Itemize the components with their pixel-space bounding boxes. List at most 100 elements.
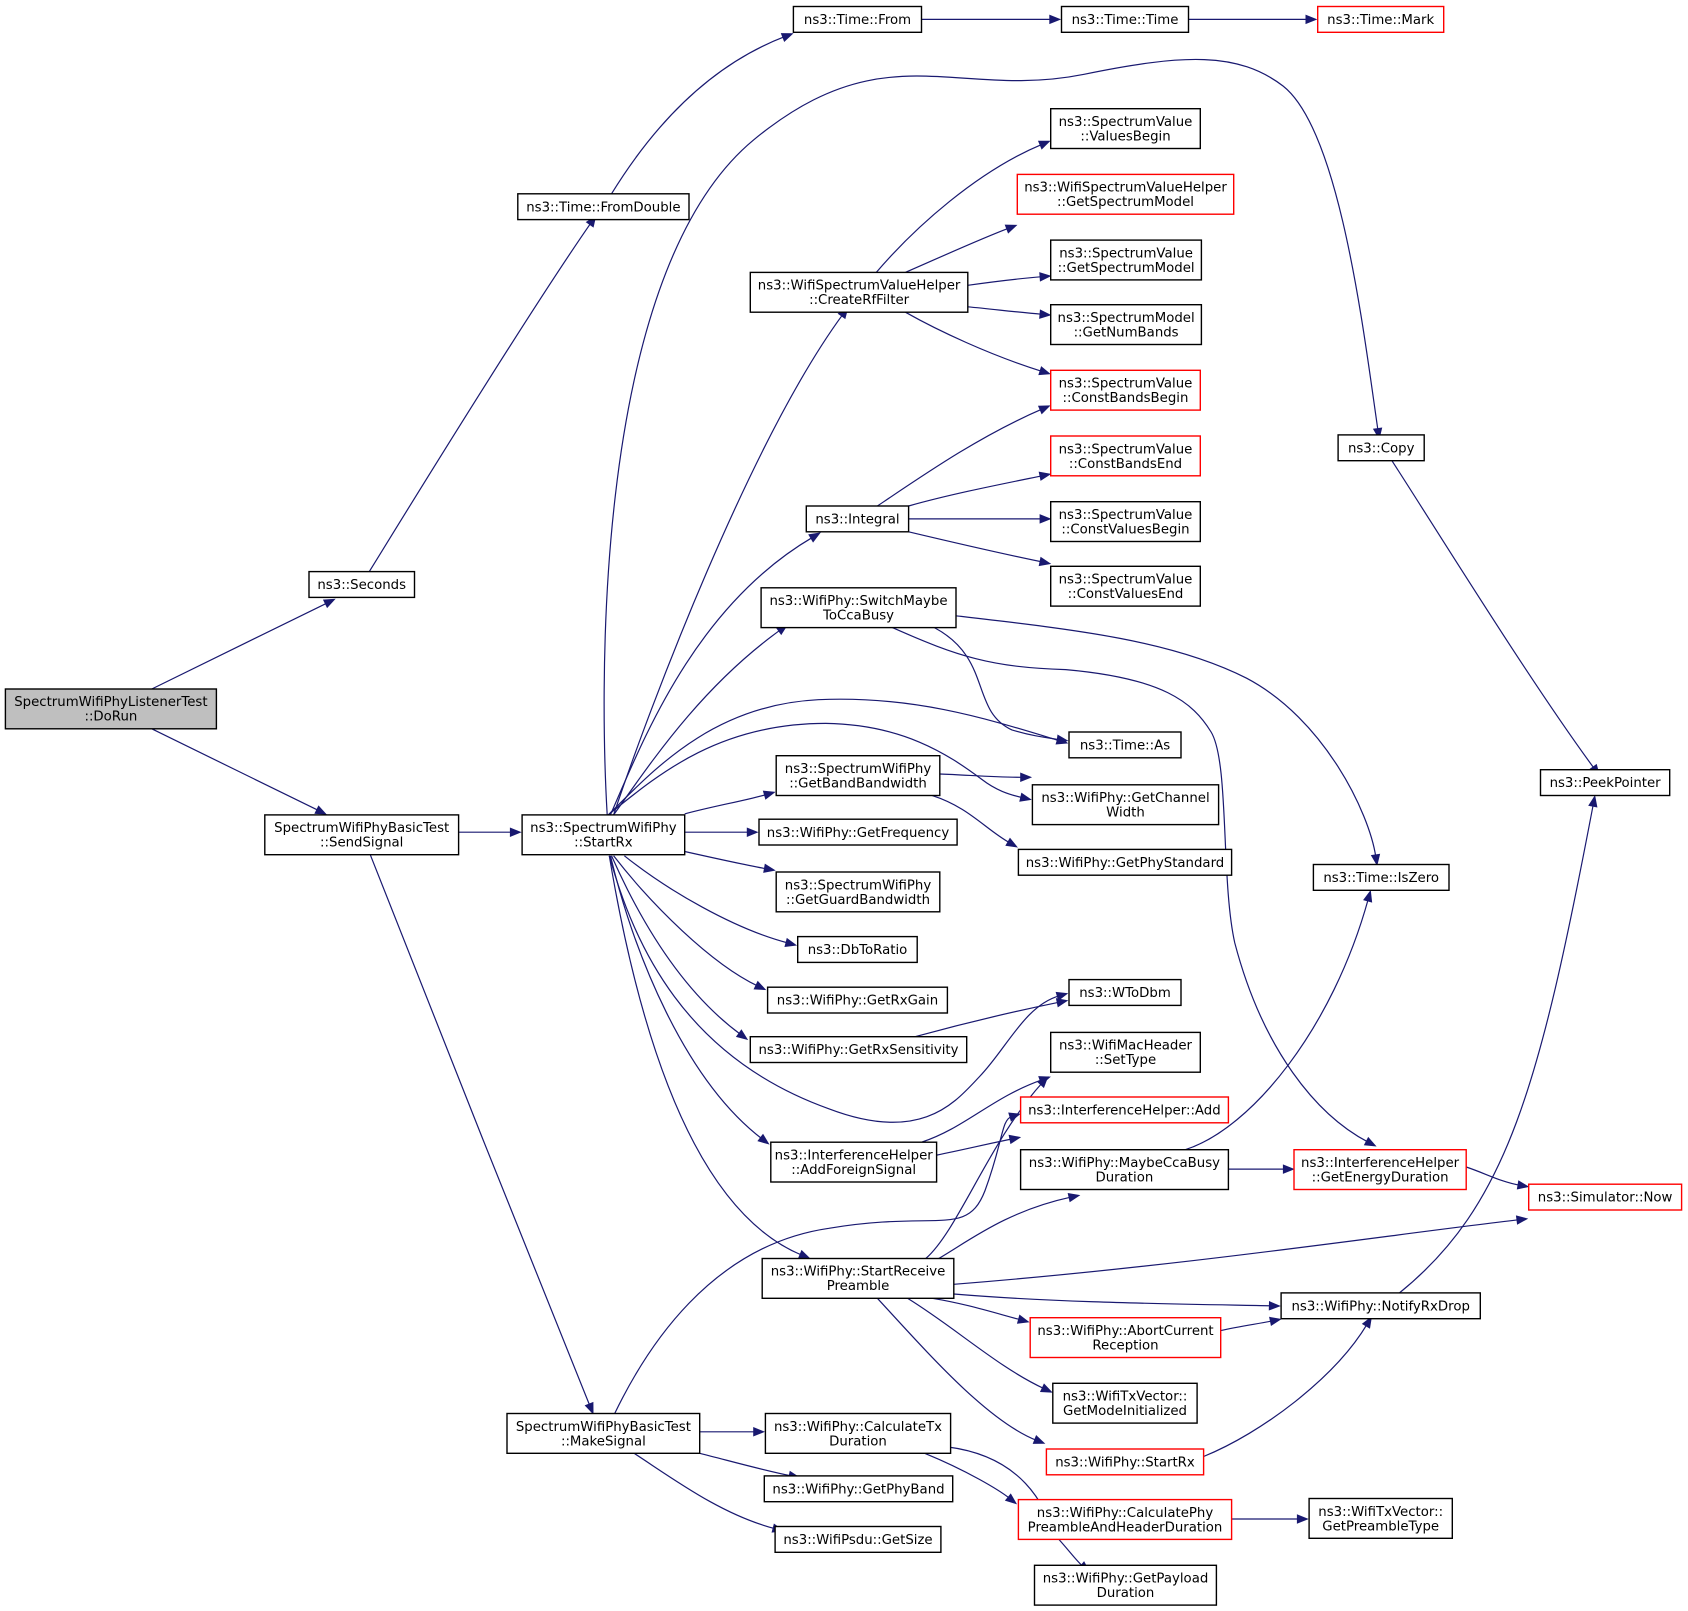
node-notifyrxdrop[interactable]: ns3::WifiPhy::NotifyRxDrop [1280,1292,1481,1320]
node-sv_getmodel[interactable]: ns3::SpectrumValue::GetSpectrumModel [1049,239,1203,281]
node-wsvh_getmodel[interactable]: ns3::WifiSpectrumValueHelper::GetSpectru… [1016,173,1235,215]
arrowhead [762,790,776,800]
node-label-line: ns3::Time::From [804,13,911,28]
node-fromdouble[interactable]: ns3::Time::FromDouble [517,193,690,221]
arrowhead [1039,272,1052,282]
edge-calcpreamble-to-getpreamtype [1231,1514,1309,1524]
node-label-line: ns3::WifiTxVector:: [1063,1390,1188,1405]
node-valuesbegin[interactable]: ns3::SpectrumValue::ValuesBegin [1049,107,1201,150]
edge-line [932,1297,1021,1321]
edge-startrx-to-getchanwidth [607,722,1032,816]
node-label-line: ns3::WifiPhy::GetPayload [1043,1572,1209,1587]
node-box [517,193,690,221]
node-label-line: ::CreateRfFilter [809,293,910,308]
node-label-line: ns3::WifiPhy::NotifyRxDrop [1291,1299,1469,1314]
node-startrx[interactable]: ns3::SpectrumWifiPhy::StartRx [521,814,686,856]
node-getsize[interactable]: ns3::WifiPsdu::GetSize [774,1525,942,1553]
node-copy[interactable]: ns3::Copy [1337,434,1425,462]
node-label-line: ::ConstValuesBegin [1061,522,1189,537]
edge-line [877,408,1043,507]
node-seconds[interactable]: ns3::Seconds [308,570,416,599]
node-box [770,1141,938,1183]
edge-maybecca-to-getenergy [1228,1164,1295,1174]
node-simnow[interactable]: ns3::Simulator::Now [1527,1183,1683,1211]
node-label-line: ns3::WifiPhy::AbortCurrent [1037,1324,1213,1339]
node-getrxsens[interactable]: ns3::WifiPhy::GetRxSensitivity [749,1035,968,1064]
node-makesignal[interactable]: SpectrumWifiPhyBasicTest::MakeSignal [506,1412,701,1454]
node-getmodeinit[interactable]: ns3::WifiTxVector::GetModeInitialized [1052,1382,1198,1424]
edge-getbandbw-to-getphystd [932,795,1018,848]
node-box [1293,1148,1467,1191]
node-timeas[interactable]: ns3::Time::As [1068,731,1182,759]
node-constbandsbegin[interactable]: ns3::SpectrumValue::ConstBandsBegin [1049,369,1201,411]
arrowhead [1038,366,1051,376]
edge-integral-to-constvaluesbegin [908,514,1052,524]
arrowhead [1282,1164,1295,1174]
node-calcpreamble[interactable]: ns3::WifiPhy::CalculatePhyPreambleAndHea… [1017,1498,1233,1541]
node-settype[interactable]: ns3::WifiMacHeader::SetType [1049,1031,1201,1073]
node-label-line: ::DoRun [84,710,137,725]
edge-line [624,855,789,944]
node-integral[interactable]: ns3::Integral [805,505,910,533]
node-getnumbands[interactable]: ns3::SpectrumModel::GetNumBands [1049,304,1203,346]
edge-dorun-to-sendsignal [151,728,328,815]
node-getphyband[interactable]: ns3::WifiPhy::GetPhyBand [763,1475,954,1503]
edge-line [921,1079,1043,1143]
node-ihadd[interactable]: ns3::InterferenceHelper::Add [1019,1096,1230,1124]
arrowhead [735,1029,749,1041]
node-createrf[interactable]: ns3::WifiSpectrumValueHelper::CreateRfFi… [749,271,969,313]
node-mark[interactable]: ns3::Time::Mark [1316,5,1445,33]
node-label-line: ns3::WifiPhy::CalculateTx [774,1420,942,1435]
arrowhead [314,805,328,815]
arrowhead [1269,1316,1282,1327]
node-sendsignal[interactable]: SpectrumWifiPhyBasicTest::SendSignal [264,814,460,856]
node-label-line: ::GetNumBands [1074,325,1179,340]
node-constvaluesend[interactable]: ns3::SpectrumValue::ConstValuesEnd [1049,565,1201,607]
node-wtodbm[interactable]: ns3::WToDbm [1068,978,1182,1007]
edge-line [924,1452,1011,1499]
node-label-line: ns3::SpectrumValue [1059,442,1193,457]
node-label-line: ns3::SpectrumValue [1059,115,1193,130]
node-iszero[interactable]: ns3::Time::IsZero [1312,863,1450,891]
node-addforeign[interactable]: ns3::InterferenceHelper::AddForeignSigna… [770,1141,938,1183]
node-getrxgain[interactable]: ns3::WifiPhy::GetRxGain [766,986,949,1014]
node-wifiphystartrx[interactable]: ns3::WifiPhy::StartRx [1045,1448,1205,1476]
node-label-line: ns3::WifiPhy::StartRx [1055,1456,1195,1471]
node-time[interactable]: ns3::Time::Time [1060,5,1190,33]
node-from[interactable]: ns3::Time::From [792,5,923,33]
node-getphystd[interactable]: ns3::WifiPhy::GetPhyStandard [1017,848,1233,876]
node-label-line: ::GetGuardBandwidth [786,893,930,908]
node-dbtoratio[interactable]: ns3::DbToRatio [797,935,918,964]
edge-switchcca-to-timeas [934,627,1069,744]
edge-startpreamble-to-notifyrxdrop [953,1293,1281,1311]
node-constbandsend[interactable]: ns3::SpectrumValue::ConstBandsEnd [1049,435,1201,477]
edge-line [914,1001,1060,1038]
node-constvaluesbegin[interactable]: ns3::SpectrumValue::ConstValuesBegin [1049,501,1201,543]
node-box [1029,1316,1222,1359]
node-label-line: ::ConstBandsEnd [1069,457,1182,472]
edge-line [934,627,1060,741]
node-getbandbw[interactable]: ns3::SpectrumWifiPhy::GetBandBandwidth [775,755,941,797]
node-peekpointer[interactable]: ns3::PeekPointer [1539,769,1671,797]
edge-wifiphystartrx-to-notifyrxdrop [1203,1316,1372,1458]
edge-notifyrxdrop-to-peekpointer [1399,794,1598,1294]
arrowhead [1038,556,1052,567]
node-getenergy[interactable]: ns3::InterferenceHelper::GetEnergyDurati… [1293,1148,1467,1191]
node-box [761,1257,955,1299]
arrowhead [753,1427,766,1437]
node-label-line: ns3::SpectrumValue [1059,508,1193,523]
node-getpreamtype[interactable]: ns3::WifiTxVector::GetPreambleType [1308,1497,1453,1539]
node-box [1316,5,1445,33]
node-getguardbw[interactable]: ns3::SpectrumWifiPhy::GetGuardBandwidth [775,871,941,913]
edge-line [905,311,1043,372]
node-getfreq[interactable]: ns3::WifiPhy::GetFrequency [758,818,958,846]
node-box [763,1475,954,1503]
node-label-line: ns3::WifiPhy::GetFrequency [767,826,950,841]
